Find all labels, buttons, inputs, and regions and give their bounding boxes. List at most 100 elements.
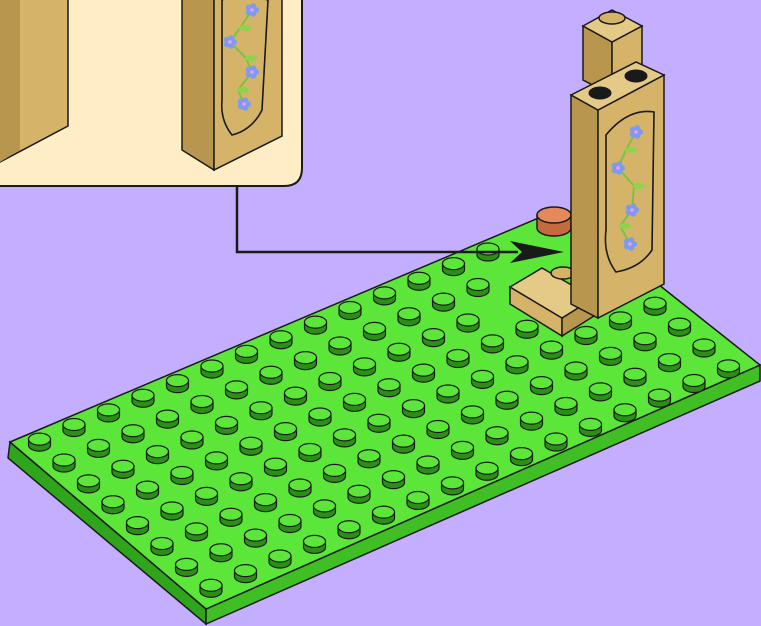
stud xyxy=(443,258,465,276)
stud xyxy=(447,350,469,368)
stud xyxy=(137,481,159,499)
stud xyxy=(269,550,291,568)
stud xyxy=(98,404,120,422)
pillar-stud-1 xyxy=(589,87,611,99)
callout-panel xyxy=(0,0,302,186)
stud xyxy=(191,396,213,414)
stud xyxy=(147,446,169,464)
stud xyxy=(88,439,110,457)
stud xyxy=(408,272,430,290)
stud xyxy=(112,460,134,478)
stud xyxy=(186,523,208,541)
stud xyxy=(614,404,636,422)
pillar-stud-2 xyxy=(625,70,647,82)
stud xyxy=(216,416,238,434)
stud xyxy=(289,479,311,497)
stud xyxy=(634,333,656,351)
stud xyxy=(659,354,681,372)
stud xyxy=(78,475,100,493)
tan-decorated-pillar xyxy=(571,62,664,318)
stud xyxy=(338,521,360,539)
stud xyxy=(521,412,543,430)
stud xyxy=(541,341,563,359)
stud xyxy=(235,565,257,583)
stud xyxy=(476,462,498,480)
stud xyxy=(348,485,370,503)
stud xyxy=(580,418,602,436)
stud xyxy=(590,383,612,401)
stud xyxy=(427,421,449,439)
stud xyxy=(314,500,336,518)
stud xyxy=(600,347,622,365)
stud xyxy=(220,508,242,526)
stud xyxy=(167,375,189,393)
stud xyxy=(452,441,474,459)
stud xyxy=(265,458,287,476)
stud xyxy=(329,337,351,355)
stud xyxy=(319,373,341,391)
stud xyxy=(275,423,297,441)
stud xyxy=(279,515,301,533)
stud xyxy=(299,444,321,462)
stud xyxy=(230,473,252,491)
stud xyxy=(201,360,223,378)
stud xyxy=(398,308,420,326)
stud xyxy=(496,391,518,409)
stud xyxy=(407,492,429,510)
stud xyxy=(339,302,361,320)
stud xyxy=(467,279,489,297)
stud xyxy=(226,381,248,399)
stud xyxy=(354,358,376,376)
stud xyxy=(649,389,671,407)
stud xyxy=(181,431,203,449)
stud xyxy=(423,329,445,347)
stud xyxy=(132,389,154,407)
stud xyxy=(693,339,715,357)
stud xyxy=(236,345,258,363)
stud xyxy=(516,320,538,338)
stud xyxy=(373,506,395,524)
stud xyxy=(433,293,455,311)
stud xyxy=(442,477,464,495)
stud xyxy=(29,433,51,451)
stud xyxy=(565,362,587,380)
callout-pillar-side xyxy=(182,0,214,170)
stud xyxy=(260,366,282,384)
stud xyxy=(718,360,740,378)
stud xyxy=(255,494,277,512)
stud xyxy=(457,314,479,332)
stud xyxy=(171,467,193,485)
stud xyxy=(393,435,415,453)
top-brick-stud xyxy=(599,12,625,24)
stud xyxy=(486,427,508,445)
stud xyxy=(575,327,597,345)
stud xyxy=(511,448,533,466)
stud xyxy=(368,414,390,432)
stud xyxy=(309,408,331,426)
stud xyxy=(304,535,326,553)
stud xyxy=(545,433,567,451)
orange-plate-top xyxy=(537,207,571,223)
stud xyxy=(157,410,179,428)
stud xyxy=(624,368,646,386)
stud xyxy=(417,456,439,474)
stud xyxy=(610,312,632,330)
stud xyxy=(374,287,396,305)
stud xyxy=(482,335,504,353)
stud xyxy=(206,452,228,470)
stud xyxy=(669,318,691,336)
stud xyxy=(334,429,356,447)
stud xyxy=(245,529,267,547)
stud xyxy=(102,496,124,514)
stud xyxy=(388,343,410,361)
stud xyxy=(285,387,307,405)
stud xyxy=(555,398,577,416)
stud xyxy=(364,322,386,340)
stud xyxy=(531,377,553,395)
stud xyxy=(151,538,173,556)
stud xyxy=(210,544,232,562)
stud xyxy=(161,502,183,520)
stud xyxy=(53,454,75,472)
stud xyxy=(295,352,317,370)
